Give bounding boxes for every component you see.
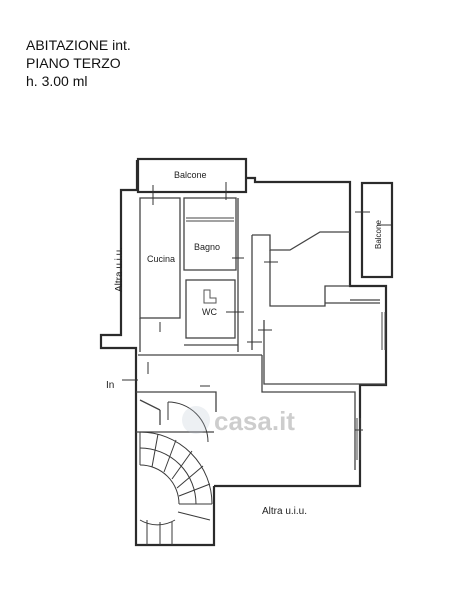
floor-label: PIANO TERZO [26,55,121,71]
room-labels: Balcone Cucina Bagno WC In Altra u.i.u. … [106,170,383,517]
wc-label: WC [202,307,217,317]
cucina-label: Cucina [147,254,175,264]
altra-uiu-bottom-label: Altra u.i.u. [262,506,307,517]
plan-title: ABITAZIONE int. [26,37,131,53]
ceiling-height-label: h. 3.00 ml [26,73,88,89]
wc-fixture [203,289,217,304]
spiral-staircase [139,401,213,545]
exterior-walls [99,157,394,547]
plan-header: ABITAZIONE int. PIANO TERZO h. 3.00 ml [26,36,131,90]
window-openings [186,217,386,460]
balcone-top-label: Balcone [174,170,207,180]
bagno-label: Bagno [194,242,220,252]
watermark-text: casa.it [214,406,295,436]
altra-uiu-left-label: Altra u.i.u. [114,247,125,292]
ingresso-label: In [106,380,114,391]
door-markers [122,182,391,431]
watermark: casa.it [182,406,295,436]
balcone-right-label: Balcone [374,220,383,249]
interior-walls [136,197,386,470]
